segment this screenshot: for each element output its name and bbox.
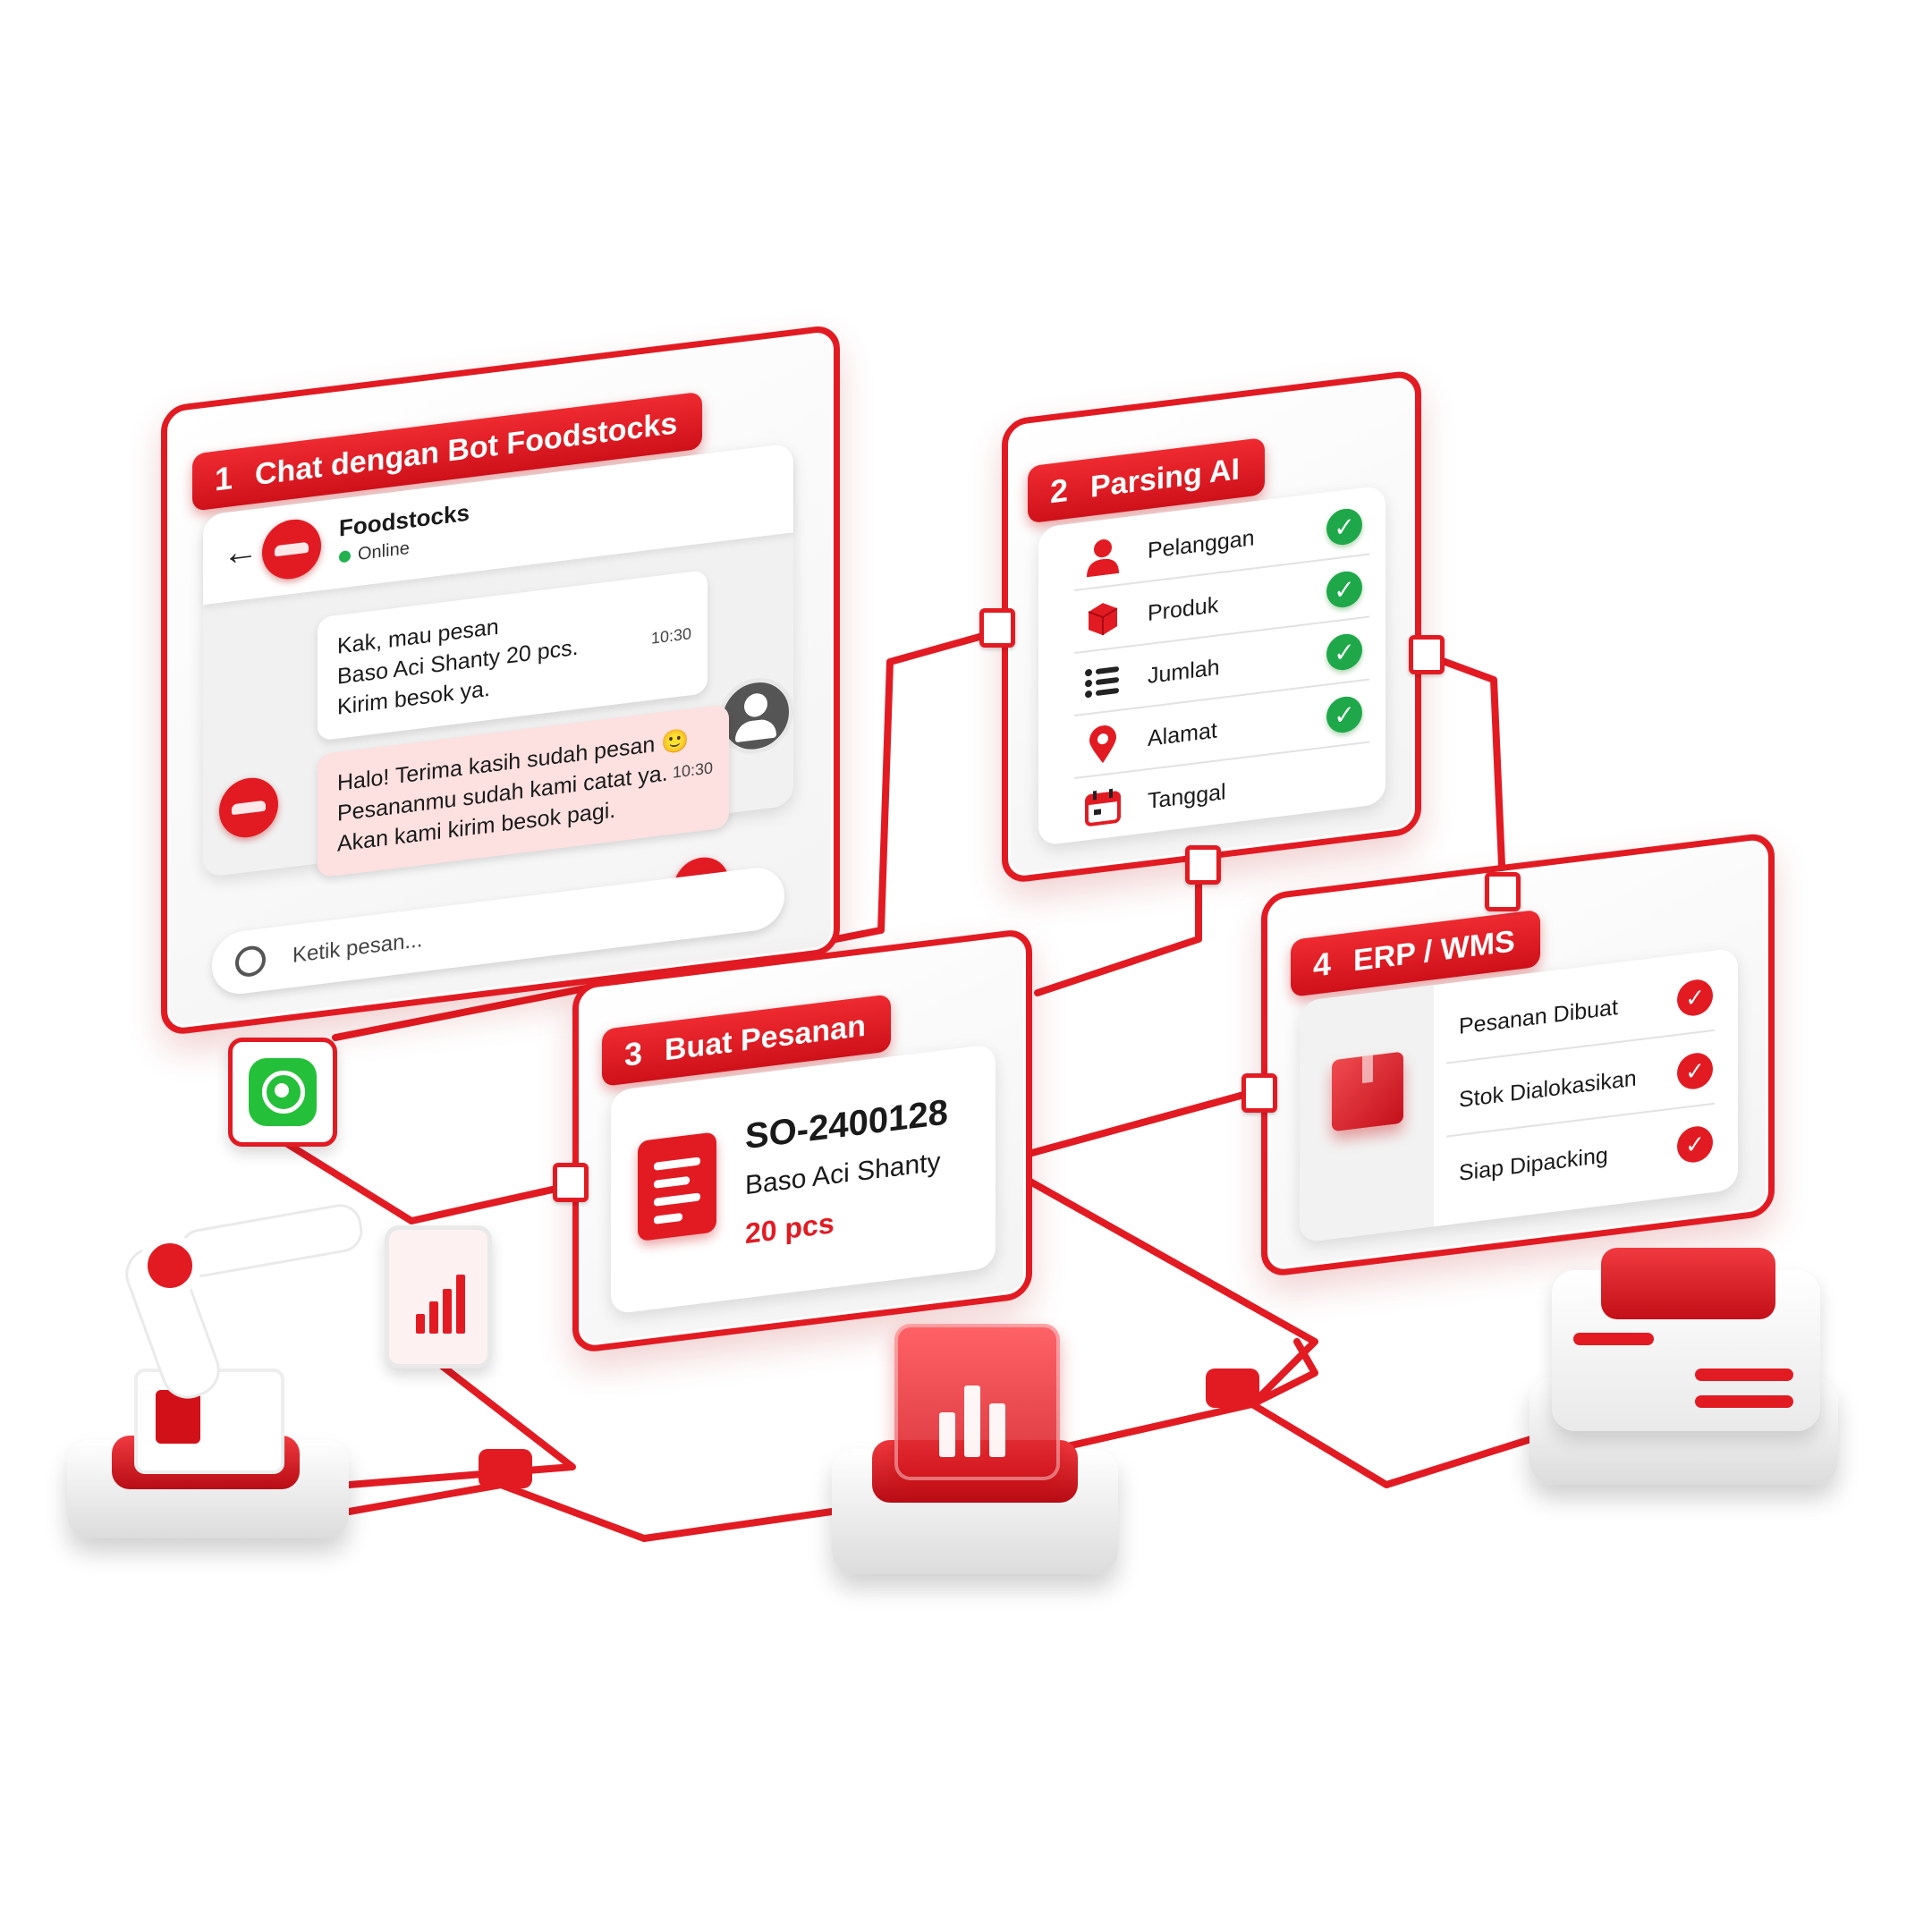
status-label: Pesanan Dibuat xyxy=(1459,995,1618,1039)
chat-panel: 1 Chat dengan Bot Foodstocks ← Foodstock… xyxy=(161,323,840,1037)
online-dot-icon xyxy=(339,549,351,564)
chat-window: ← Foodstocks Online Kak, mau pesan Baso … xyxy=(203,443,793,926)
order-quantity: 20 pcs xyxy=(745,1207,835,1250)
box-icon xyxy=(1083,597,1123,640)
analytics-cube-icon xyxy=(894,1324,1060,1480)
wire-junction-box xyxy=(479,1449,532,1488)
parsed-field-row: Pelanggan ✓ xyxy=(1038,490,1385,596)
step-number: 1 xyxy=(214,459,233,498)
sales-order-card: SO-2400128 Baso Aci Shanty 20 pcs xyxy=(611,1043,996,1315)
order-product: Baso Aci Shanty xyxy=(745,1147,941,1201)
wire-connector xyxy=(1409,635,1445,674)
field-label: Tanggal xyxy=(1148,778,1226,814)
check-icon: ✓ xyxy=(1326,569,1362,610)
step-title: Buat Pesanan xyxy=(665,1008,866,1067)
list-icon xyxy=(1083,659,1123,703)
check-icon: ✓ xyxy=(1677,1050,1713,1091)
back-arrow-icon[interactable]: ← xyxy=(223,530,258,574)
wire-junction-box xyxy=(1206,1368,1259,1408)
location-pin-icon xyxy=(1083,722,1123,766)
status-label: Siap Dipacking xyxy=(1459,1142,1608,1186)
check-icon: ✓ xyxy=(1326,694,1362,735)
check-icon: ✓ xyxy=(1326,631,1362,673)
document-icon xyxy=(638,1131,716,1242)
parsing-panel: 2 Parsing AI Pelanggan ✓ Produk ✓ xyxy=(1002,369,1421,885)
wire-chart-to-robot xyxy=(345,1356,576,1488)
step-title: Parsing AI xyxy=(1090,451,1240,504)
parsed-field-row: Alamat ✓ xyxy=(1038,678,1385,784)
emoji-icon[interactable] xyxy=(235,944,266,979)
erp-status-card: Pesanan Dibuat ✓ Stok Dialokasikan ✓ Sia… xyxy=(1300,947,1738,1243)
wire-robot-to-cube xyxy=(345,1481,835,1542)
robot-arm-icon xyxy=(139,1234,201,1297)
wire-connector xyxy=(979,608,1015,648)
wire-connector xyxy=(1185,845,1221,885)
parsed-field-row: Tanggal xyxy=(1038,741,1385,846)
input-placeholder: Ketik pesan... xyxy=(292,928,423,968)
wire-cube-to-server xyxy=(1052,1338,1318,1453)
parsed-field-row: Produk ✓ xyxy=(1038,553,1385,658)
parsed-field-row: Jumlah ✓ xyxy=(1038,615,1385,721)
contact-name: Foodstocks xyxy=(339,498,470,542)
calendar-icon xyxy=(1083,784,1123,828)
check-icon: ✓ xyxy=(1326,506,1362,547)
person-icon xyxy=(1083,534,1123,578)
whatsapp-icon xyxy=(249,1058,317,1126)
message-time: 10:30 xyxy=(650,624,691,648)
order-panel: 3 Buat Pesanan SO-2400128 Baso Aci Shant… xyxy=(572,927,1032,1354)
field-label: Jumlah xyxy=(1148,654,1220,689)
check-icon: ✓ xyxy=(1677,1123,1713,1165)
step-number: 3 xyxy=(623,1034,643,1073)
whatsapp-node xyxy=(228,1038,337,1147)
warehouse-grid-icon xyxy=(1601,1248,1775,1319)
step-number: 2 xyxy=(1049,470,1069,511)
server-slot xyxy=(1695,1368,1793,1381)
status-label: Online xyxy=(358,538,410,564)
analytics-node xyxy=(385,1225,492,1368)
field-label: Produk xyxy=(1148,591,1219,626)
online-status: Online xyxy=(339,538,410,568)
wire-connector xyxy=(1485,872,1521,911)
field-label: Pelanggan xyxy=(1148,524,1255,564)
parsed-fields-list: Pelanggan ✓ Produk ✓ Jumlah ✓ xyxy=(1038,485,1385,846)
bot-avatar-icon xyxy=(219,774,278,842)
erp-sidebar xyxy=(1300,985,1434,1243)
wire-connector xyxy=(553,1163,589,1202)
wire-connector xyxy=(1241,1073,1277,1113)
wire-whatsapp-to-order xyxy=(278,1137,576,1224)
wire-parsing-to-erp xyxy=(1405,645,1506,889)
server-led xyxy=(1573,1333,1654,1345)
server-slot xyxy=(1695,1395,1793,1408)
order-id: SO-2400128 xyxy=(745,1092,948,1157)
foodstocks-logo-icon xyxy=(262,516,321,583)
status-label: Stok Dialokasikan xyxy=(1459,1065,1637,1113)
field-label: Alamat xyxy=(1148,716,1217,751)
step-number: 4 xyxy=(1312,945,1332,984)
message-time: 10:30 xyxy=(672,758,713,782)
step-title: ERP / WMS xyxy=(1353,923,1515,978)
bar-chart-icon xyxy=(416,1271,470,1334)
check-icon: ✓ xyxy=(1677,977,1713,1018)
package-box-icon xyxy=(1332,1051,1403,1132)
user-avatar-icon xyxy=(718,674,793,758)
wire-order-to-erp xyxy=(1025,1088,1260,1157)
